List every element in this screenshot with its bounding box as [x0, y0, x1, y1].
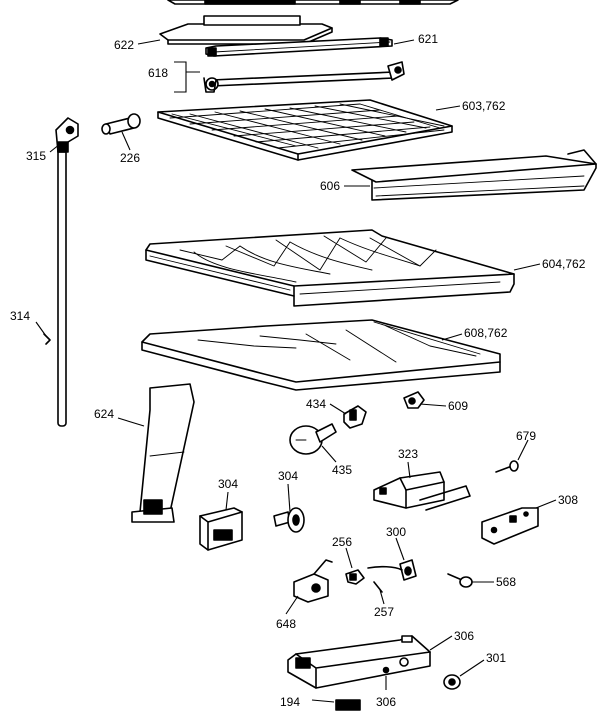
- part-labels: 622 621 618 315 226 603,762 606 604,762 …: [10, 32, 586, 709]
- part-618-rod: [203, 61, 405, 93]
- part-304-gear: [273, 507, 305, 533]
- label-609: 609: [448, 399, 468, 413]
- part-622-cover: [159, 15, 333, 45]
- label-568: 568: [496, 575, 516, 589]
- part-315-314-rod: [43, 117, 79, 427]
- label-624: 624: [94, 407, 114, 421]
- part-304-block: [199, 507, 243, 551]
- label-648: 648: [276, 617, 296, 631]
- label-308: 308: [558, 493, 578, 507]
- part-648-thermostat: [293, 559, 333, 603]
- label-608: 608,762: [464, 326, 508, 340]
- part-300-switch: [367, 559, 417, 581]
- part-256-clip: [345, 569, 365, 585]
- label-622: 622: [114, 38, 134, 52]
- part-606-cover: [351, 149, 597, 201]
- part-306-housing: [287, 635, 431, 689]
- label-604: 604,762: [542, 257, 586, 271]
- part-323-housing: [373, 471, 471, 511]
- label-301: 301: [486, 651, 506, 665]
- label-435: 435: [332, 463, 352, 477]
- label-621: 621: [418, 32, 438, 46]
- part-226-pin: [101, 113, 141, 135]
- label-679: 679: [516, 429, 536, 443]
- part-434-socket: [343, 405, 367, 429]
- label-606: 606: [320, 179, 340, 193]
- label-304-left: 304: [218, 477, 238, 491]
- part-257-screw: [373, 581, 383, 593]
- part-194-connector: [335, 699, 361, 711]
- label-257: 257: [374, 605, 394, 619]
- part-609-clip: [403, 391, 425, 409]
- part-679-screw: [495, 460, 519, 473]
- label-306-lower: 306: [376, 695, 396, 709]
- part-621-rail: [205, 37, 393, 57]
- label-618: 618: [148, 66, 168, 80]
- label-304-right: 304: [278, 469, 298, 483]
- part-608-shelf: [141, 319, 501, 391]
- part-624-support: [131, 383, 195, 523]
- label-256: 256: [332, 535, 352, 549]
- part-308-bracket: [481, 507, 539, 545]
- part-435-bulb: [289, 423, 337, 455]
- top-cut-part: [167, 0, 459, 5]
- label-306-upper: 306: [454, 629, 474, 643]
- label-194: 194: [280, 695, 300, 709]
- label-314: 314: [10, 309, 30, 323]
- part-603-wire-shelf: [157, 99, 453, 161]
- label-603: 603,762: [462, 99, 506, 113]
- label-315: 315: [26, 149, 46, 163]
- part-568-screw: [447, 573, 473, 588]
- label-434: 434: [306, 397, 326, 411]
- part-301-knob: [443, 674, 461, 690]
- label-323: 323: [398, 447, 418, 461]
- part-604-shelf: [145, 229, 515, 307]
- label-226: 226: [120, 151, 140, 165]
- leader-lines: [35, 39, 557, 703]
- label-300: 300: [386, 525, 406, 539]
